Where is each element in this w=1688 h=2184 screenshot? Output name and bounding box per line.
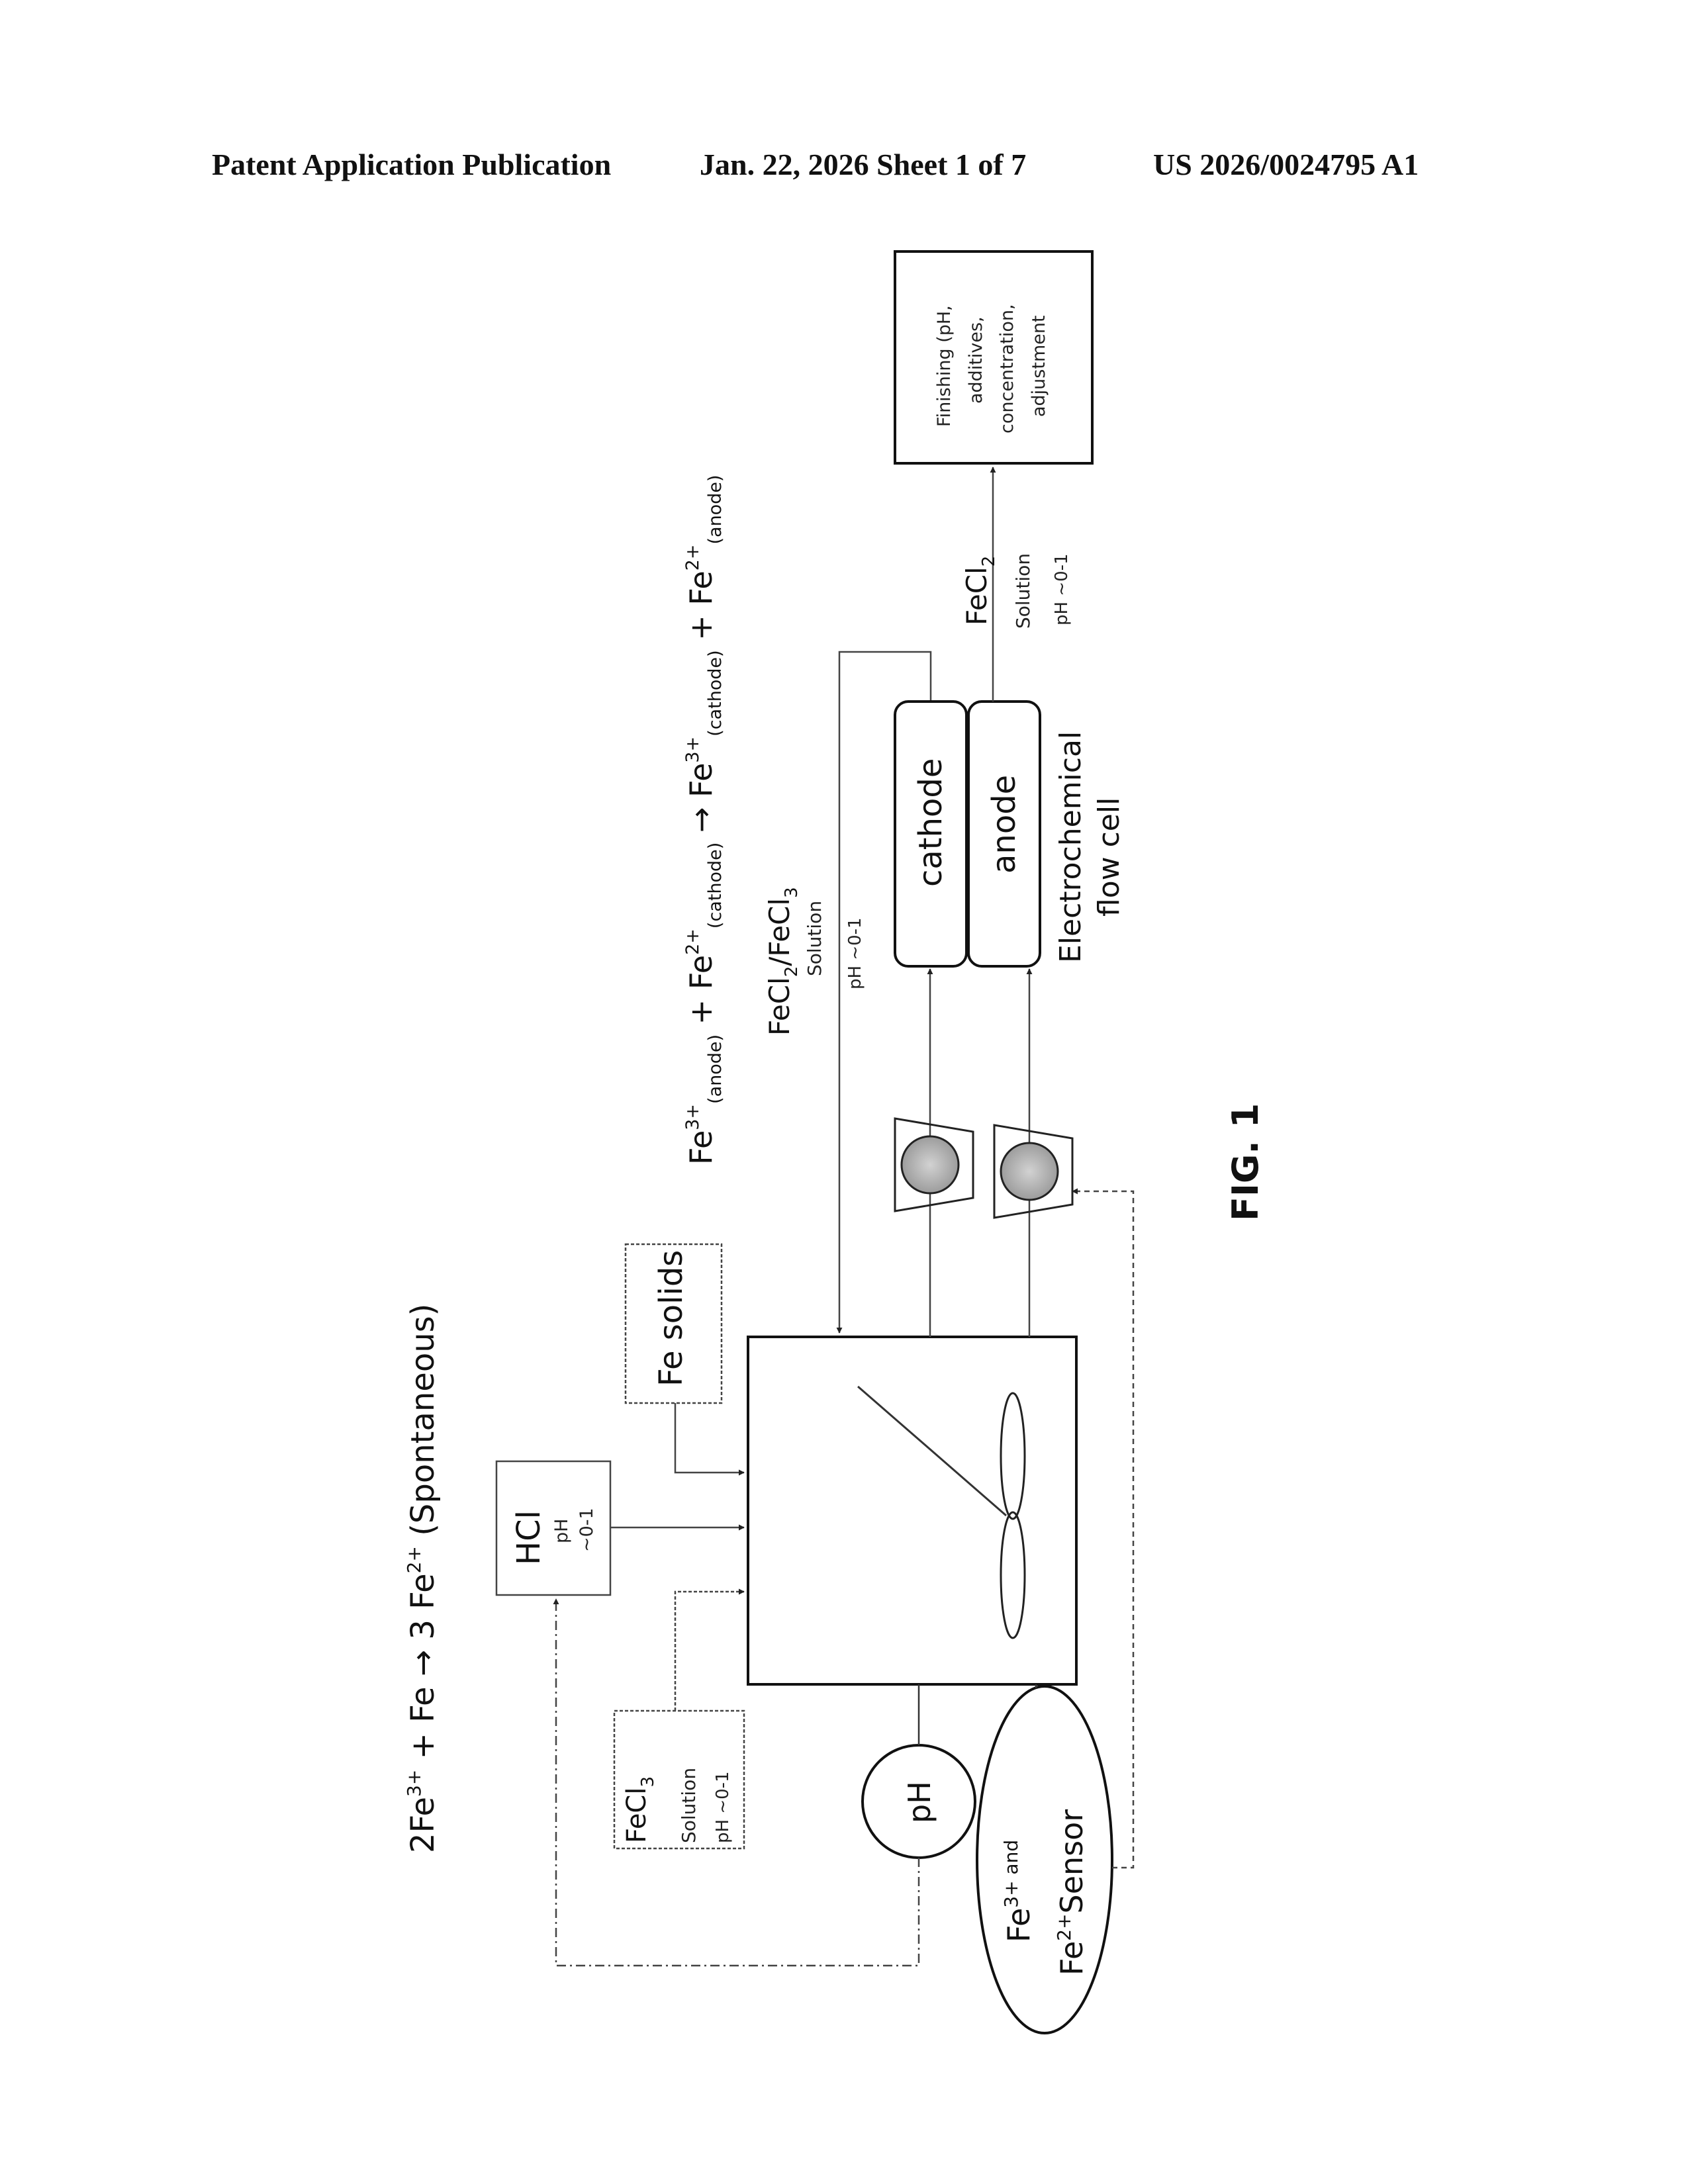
spontaneous-reaction-equation: 2Fe3+ + Fe → 3 Fe2+ (Spontaneous) — [403, 1304, 442, 1853]
fecl3-feed-solution: Solution — [678, 1768, 700, 1843]
finishing-line3: concentration, — [997, 304, 1017, 433]
fe-solids-feed-line — [675, 1403, 744, 1473]
product-stream-solution: Solution — [1012, 553, 1034, 629]
fe-ion-sensor — [977, 1686, 1112, 2033]
product-stream-ph: pH ~0-1 — [1052, 553, 1072, 625]
flow-cell-reaction-equation: Fe3+(anode) + Fe2+(cathode) → Fe3+(catho… — [682, 475, 726, 1165]
cathode-label: cathode — [912, 758, 949, 887]
reactor-tank — [748, 1337, 1076, 1684]
fe-sensor-control-signal-line — [1072, 1191, 1133, 1868]
finishing-line1: Finishing (pH, — [934, 305, 955, 427]
flow-cell-title-line2: flow cell — [1092, 797, 1126, 917]
fe-ion-sensor-line2: Fe2+Sensor — [1053, 1809, 1090, 1976]
figure-label: FIG. 1 — [1225, 1103, 1266, 1221]
ph-control-signal-line — [556, 1599, 919, 1966]
hcl-feed-name: HCl — [510, 1510, 547, 1565]
fe-ion-sensor-line1: Fe3+ and — [1000, 1840, 1037, 1942]
recycle-stream-name: FeCl2/FeCl3 — [763, 887, 802, 1036]
mixer-impeller-icon — [858, 1387, 1025, 1638]
fecl3-feed-ph: pH ~0-1 — [713, 1771, 733, 1843]
ph-sensor-label: pH — [902, 1781, 937, 1823]
hcl-feed-ph-label: pH — [551, 1519, 572, 1543]
fe-solids-label: Fe solids — [653, 1250, 690, 1387]
anode-pump-icon — [994, 1125, 1072, 1218]
hcl-feed-ph-value: ~0-1 — [577, 1508, 597, 1552]
anode-label: anode — [986, 775, 1023, 874]
finishing-line4: adjustment — [1029, 315, 1049, 417]
recycle-stream-line — [839, 652, 931, 1333]
fecl3-feed-line — [675, 1592, 744, 1711]
recycle-stream-ph: pH ~0-1 — [845, 917, 865, 989]
flow-cell-title-line1: Electrochemical — [1054, 731, 1088, 963]
finishing-box — [895, 251, 1092, 463]
recycle-stream-solution: Solution — [804, 901, 825, 976]
cathode-pump-icon — [895, 1118, 973, 1211]
finishing-line2: additives, — [966, 316, 986, 404]
fecl3-feed-name: FeCl3 — [622, 1776, 658, 1843]
